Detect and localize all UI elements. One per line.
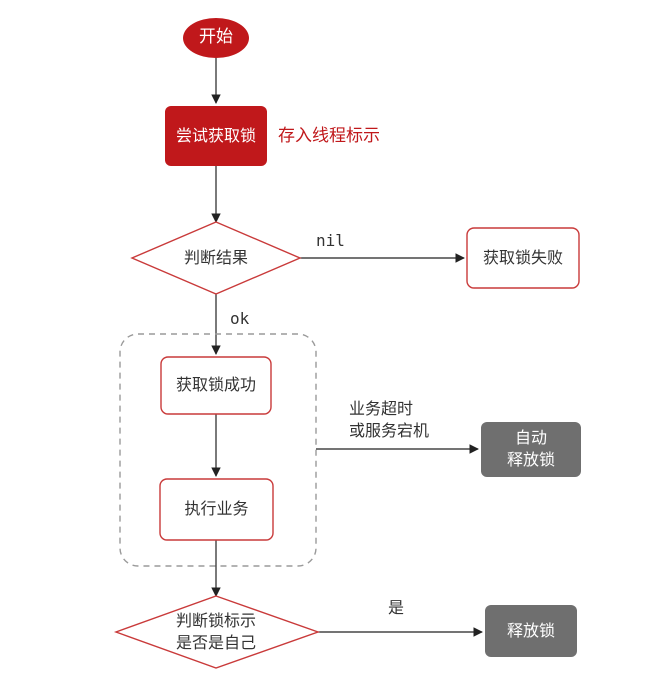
execute-business-label: 执行业务: [184, 499, 249, 518]
execute-business-node-shape: [159, 478, 274, 541]
lock-failed-label: 获取锁失败: [482, 248, 563, 267]
edge-label-nil: nil: [316, 231, 345, 250]
try-lock-note: 存入线程标示: [278, 126, 380, 146]
auto-release-label-line2: 释放锁: [506, 450, 555, 469]
edge-label-timeout-line1: 业务超时: [349, 399, 414, 418]
auto-release-node-shape: [481, 422, 581, 477]
judge-owner-label-line2: 是否是自己: [175, 633, 256, 652]
release-lock-label: 释放锁: [506, 621, 555, 640]
start-node-shape: [183, 18, 249, 58]
judge-result-shape: [130, 221, 302, 295]
lock-success-label: 获取锁成功: [175, 375, 256, 394]
lock-success-node-shape: [160, 356, 272, 415]
edge-label-timeout-line2: 或服务宕机: [349, 421, 430, 440]
start-node-label: 开始: [199, 27, 233, 47]
judge-owner-label-line1: 判断锁标示: [175, 611, 256, 630]
try-lock-node-label: 尝试获取锁: [175, 126, 256, 145]
judge-owner-shape: [113, 595, 321, 669]
edge-label-ok: ok: [230, 309, 250, 328]
lock-failed-node-shape: [466, 227, 580, 289]
business-group-box: [119, 333, 317, 567]
judge-result-label: 判断结果: [183, 248, 248, 267]
edge-label-yes: 是: [388, 598, 405, 617]
try-lock-node-shape: [165, 106, 267, 166]
release-lock-node-shape: [485, 605, 577, 657]
auto-release-label-line1: 自动: [514, 428, 547, 447]
